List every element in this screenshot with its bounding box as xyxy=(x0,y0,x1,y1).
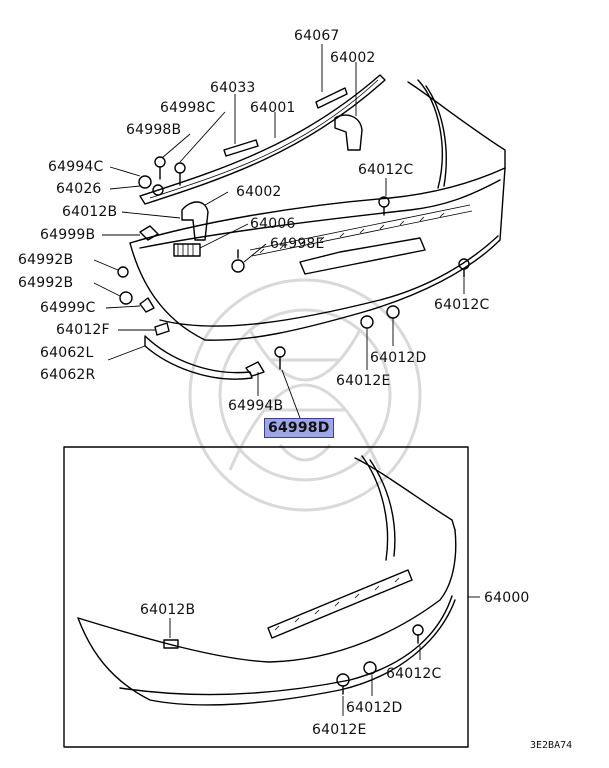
label-64000: 64000 xyxy=(484,590,530,606)
label-64012c-top: 64012C xyxy=(358,162,414,178)
diagram-code: 3E2BA74 xyxy=(530,740,573,751)
bumper-cover-upper xyxy=(129,79,506,341)
label-64012c-right: 64012C xyxy=(434,297,490,313)
bracket-64002-mid xyxy=(181,201,209,241)
label-64002-mid: 64002 xyxy=(236,184,282,200)
label-64998c: 64998C xyxy=(160,100,216,116)
label-64992b-b: 64992B xyxy=(18,275,74,291)
watermark-seal xyxy=(188,278,422,512)
label-64001: 64001 xyxy=(250,100,296,116)
part-64006 xyxy=(173,243,201,257)
fasteners-upper xyxy=(117,156,470,377)
label-64062r: 64062R xyxy=(40,367,96,383)
label-64067: 64067 xyxy=(294,28,340,44)
label-64012d-box: 64012D xyxy=(346,700,403,716)
label-64012b-box: 64012B xyxy=(140,602,196,618)
label-64012e: 64012E xyxy=(336,373,391,389)
label-64999b: 64999B xyxy=(40,227,96,243)
part-64033 xyxy=(223,139,259,157)
label-64006: 64006 xyxy=(250,216,296,232)
label-64994b: 64994B xyxy=(228,398,284,414)
bumper-assembled xyxy=(77,455,457,706)
reinforcement-64001 xyxy=(139,74,386,205)
label-64998e: 64998E xyxy=(270,236,325,252)
part-64067 xyxy=(315,87,348,109)
label-64998d-highlighted[interactable]: 64998D xyxy=(264,418,334,438)
label-64012b: 64012B xyxy=(62,204,118,220)
label-64012e-box: 64012E xyxy=(312,722,367,738)
label-64033: 64033 xyxy=(210,80,256,96)
label-64012c-box: 64012C xyxy=(386,666,442,682)
label-64012d: 64012D xyxy=(370,350,427,366)
label-64026: 64026 xyxy=(56,181,102,197)
label-64012f: 64012F xyxy=(56,322,110,338)
label-64002-top: 64002 xyxy=(330,50,376,66)
label-64999c: 64999C xyxy=(40,300,96,316)
leader-lines-upper xyxy=(93,44,465,419)
label-64992b-a: 64992B xyxy=(18,252,74,268)
bracket-64002-top xyxy=(334,114,363,151)
label-64062l: 64062L xyxy=(40,345,94,361)
label-64994c: 64994C xyxy=(48,159,104,175)
leader-lines-lower xyxy=(169,618,421,716)
trim-64062 xyxy=(144,335,253,380)
label-64998b: 64998B xyxy=(126,122,182,138)
